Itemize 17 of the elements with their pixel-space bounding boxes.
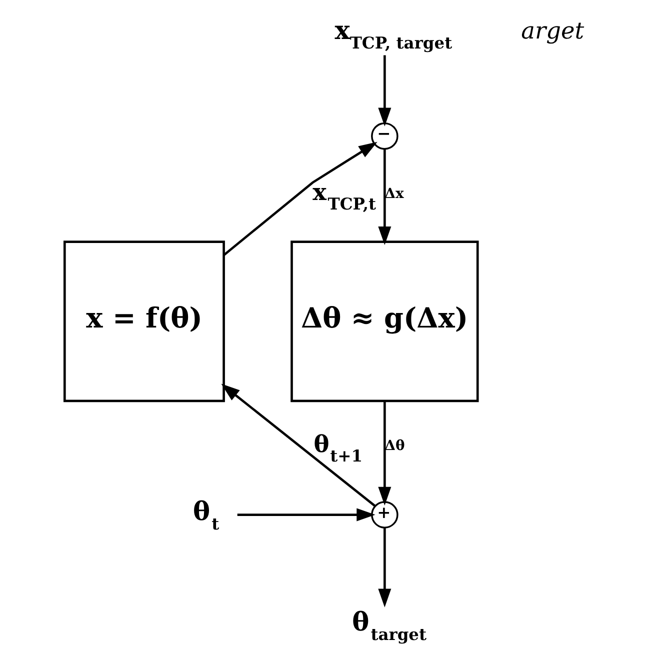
edge-label: x$_{TCP,t}$ — [312, 178, 376, 214]
node-text: θ$_{t}$ — [192, 497, 219, 534]
node-circle: − — [370, 122, 398, 150]
node-box: Δθ ≈ g(Δx) — [290, 240, 478, 402]
node-box: x = f(θ) — [62, 240, 224, 402]
label: arget — [520, 18, 584, 45]
node-circle: + — [370, 501, 398, 528]
node-text: θ$_{target}$ — [352, 607, 426, 644]
node-text: x$_{TCP, target}$ — [334, 16, 452, 53]
arrow — [378, 55, 391, 126]
arrow — [378, 528, 391, 608]
arrow — [378, 401, 391, 506]
arrow — [236, 508, 375, 522]
edge-label: θ$_{t+1}$ — [313, 431, 362, 466]
arrow — [378, 149, 391, 246]
arrow — [220, 384, 376, 507]
arrow — [222, 142, 377, 256]
